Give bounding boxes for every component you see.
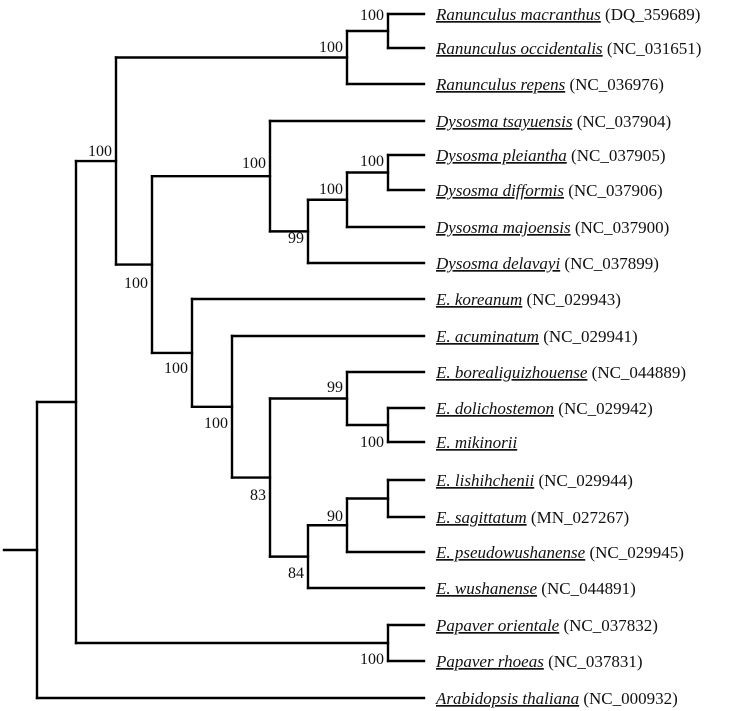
accession-number: (NC_029943) — [522, 290, 621, 309]
bootstrap-support-value: 100 — [319, 39, 343, 56]
bootstrap-support-value: 90 — [327, 508, 343, 525]
species-name: Dysosma majoensis — [435, 218, 571, 237]
species-name: Dysosma tsayuensis — [435, 112, 573, 131]
tip-label: Dysosma majoensis (NC_037900) — [435, 218, 669, 237]
bootstrap-support-value: 100 — [204, 415, 228, 432]
species-name: E. lishihchenii — [435, 471, 534, 490]
tip-label: E. koreanum (NC_029943) — [435, 290, 621, 309]
tip-label: Papaver orientale (NC_037832) — [435, 616, 658, 635]
accession-number: (NC_031651) — [603, 39, 702, 58]
species-name: Ranunculus repens — [435, 75, 566, 94]
species-name: Dysosma pleiantha — [435, 146, 567, 165]
accession-number: (NC_029945) — [585, 543, 684, 562]
species-name: Dysosma difformis — [435, 181, 564, 200]
species-name: E. mikinorii — [435, 433, 517, 452]
tip-label: E. lishihchenii (NC_029944) — [435, 471, 633, 490]
tip-label: E. wushanense (NC_044891) — [435, 579, 636, 598]
bootstrap-support-value: 100 — [319, 181, 343, 198]
accession-number: (MN_027267) — [527, 508, 629, 527]
species-name: Papaver orientale — [435, 616, 560, 635]
bootstrap-support-value: 99 — [288, 230, 304, 247]
accession-number: (NC_037831) — [544, 652, 643, 671]
accession-number: (NC_037904) — [572, 112, 671, 131]
accession-number: (NC_029944) — [534, 471, 633, 490]
accession-number: (NC_000932) — [579, 689, 678, 708]
tip-label: Dysosma tsayuensis (NC_037904) — [435, 112, 671, 131]
accession-number: (NC_037905) — [567, 146, 666, 165]
accession-number: (NC_044889) — [587, 363, 686, 382]
species-name: Dysosma delavayi — [435, 254, 560, 273]
species-name: Arabidopsis thaliana — [435, 689, 579, 708]
tip-label: E. borealiguizhouense (NC_044889) — [435, 363, 686, 382]
bootstrap-support-value: 100 — [360, 434, 384, 451]
bootstrap-support-value: 83 — [250, 487, 266, 504]
species-name: E. wushanense — [435, 579, 538, 598]
accession-number: (NC_044891) — [537, 579, 636, 598]
bootstrap-support-value: 100 — [88, 143, 112, 160]
species-name: E. pseudowushanense — [435, 543, 586, 562]
bootstrap-support-value: 100 — [242, 155, 266, 172]
species-name: E. dolichostemon — [435, 399, 554, 418]
bootstrap-support-value: 100 — [360, 7, 384, 24]
species-name: E. sagittatum — [435, 508, 527, 527]
accession-number: (NC_037899) — [560, 254, 659, 273]
bootstrap-support-value: 100 — [360, 153, 384, 170]
accession-number: (DQ_359689) — [601, 5, 701, 24]
tip-label: Dysosma pleiantha (NC_037905) — [435, 146, 666, 165]
tip-label: Dysosma difformis (NC_037906) — [435, 181, 663, 200]
accession-number: (NC_037906) — [564, 181, 663, 200]
bootstrap-support-value: 100 — [124, 275, 148, 292]
tip-label: E. mikinorii — [435, 433, 517, 452]
tip-label: E. dolichostemon (NC_029942) — [435, 399, 653, 418]
bootstrap-support-value: 100 — [164, 360, 188, 377]
tip-label: Ranunculus repens (NC_036976) — [435, 75, 664, 94]
species-name: Ranunculus occidentalis — [435, 39, 603, 58]
tip-label: Ranunculus macranthus (DQ_359689) — [435, 5, 700, 24]
accession-number: (NC_029941) — [539, 327, 638, 346]
accession-number: (NC_036976) — [565, 75, 664, 94]
species-name: E. acuminatum — [435, 327, 539, 346]
tip-label: E. acuminatum (NC_029941) — [435, 327, 638, 346]
accession-number: (NC_037900) — [571, 218, 670, 237]
bootstrap-support-value: 100 — [360, 651, 384, 668]
accession-number: (NC_029942) — [554, 399, 653, 418]
tip-label: Dysosma delavayi (NC_037899) — [435, 254, 659, 273]
species-name: Ranunculus macranthus — [435, 5, 601, 24]
tip-label: E. pseudowushanense (NC_029945) — [435, 543, 684, 562]
species-name: E. borealiguizhouense — [435, 363, 588, 382]
tip-label: Ranunculus occidentalis (NC_031651) — [435, 39, 701, 58]
tip-label: Papaver rhoeas (NC_037831) — [435, 652, 643, 671]
bootstrap-support-value: 99 — [327, 379, 343, 396]
tip-label: Arabidopsis thaliana (NC_000932) — [435, 689, 678, 708]
species-name: E. koreanum — [435, 290, 522, 309]
species-name: Papaver rhoeas — [435, 652, 544, 671]
accession-number: (NC_037832) — [559, 616, 658, 635]
bootstrap-support-value: 84 — [288, 565, 304, 582]
tip-label: E. sagittatum (MN_027267) — [435, 508, 629, 527]
